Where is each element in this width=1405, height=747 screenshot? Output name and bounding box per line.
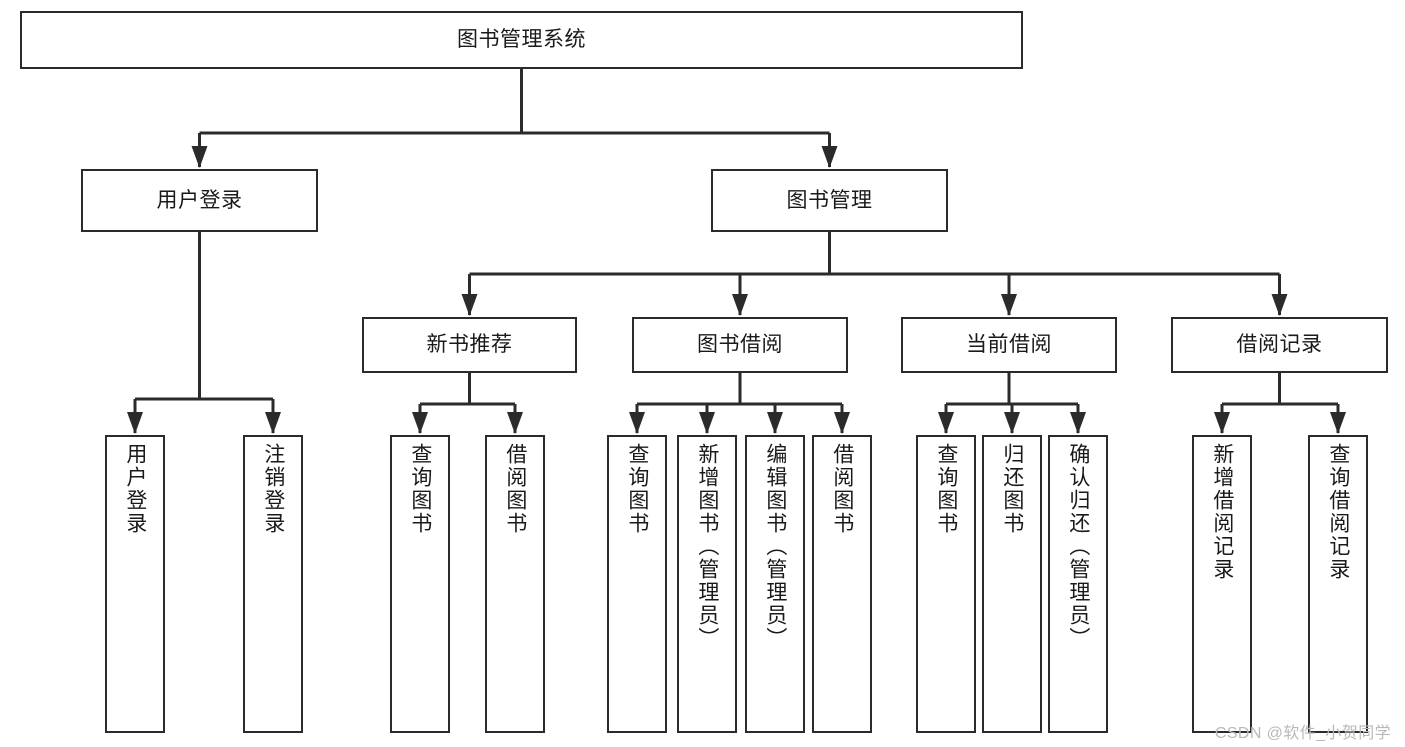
arrowhead-icon: [127, 412, 143, 434]
node-label: 用户登录: [123, 443, 147, 535]
node-label: 图书管理系统: [457, 28, 586, 52]
arrowhead-icon: [699, 412, 715, 434]
node-new-book-rec[interactable]: 新书推荐: [362, 317, 577, 373]
node-leaf-bb-edit[interactable]: 编辑图书（管理员）: [745, 435, 805, 733]
node-user-login[interactable]: 用户登录: [81, 169, 318, 232]
node-current-borrow[interactable]: 当前借阅: [901, 317, 1117, 373]
arrowhead-icon: [629, 412, 645, 434]
node-label: 借阅记录: [1236, 333, 1323, 357]
node-label: 借阅图书: [830, 443, 854, 535]
node-label: 归还图书: [1000, 443, 1024, 535]
node-label: 查询图书: [625, 443, 649, 535]
node-leaf-cb-query[interactable]: 查询图书: [916, 435, 976, 733]
node-borrow-record[interactable]: 借阅记录: [1171, 317, 1388, 373]
node-label: 新增借阅记录: [1210, 443, 1234, 581]
arrowhead-icon: [1004, 412, 1020, 434]
node-leaf-bb-add[interactable]: 新增图书（管理员）: [677, 435, 737, 733]
node-label: 借阅图书: [503, 443, 527, 535]
node-book-borrow[interactable]: 图书借阅: [632, 317, 848, 373]
arrowhead-icon: [507, 412, 523, 434]
node-label: 新书推荐: [426, 333, 513, 357]
arrowhead-icon: [732, 294, 748, 316]
node-book-admin[interactable]: 图书管理: [711, 169, 948, 232]
arrowhead-icon: [834, 412, 850, 434]
arrowhead-icon: [265, 412, 281, 434]
node-leaf-rec-borrow[interactable]: 借阅图书: [485, 435, 545, 733]
arrowhead-icon: [461, 294, 478, 316]
arrowhead-icon: [938, 412, 954, 434]
node-root[interactable]: 图书管理系统: [20, 11, 1023, 69]
arrowhead-icon: [1271, 294, 1288, 316]
arrowhead-icon: [191, 146, 208, 168]
arrowhead-icon: [1330, 412, 1346, 434]
node-label: 查询图书: [934, 443, 958, 535]
node-label: 新增图书（管理员）: [695, 443, 719, 650]
node-leaf-cb-confirm[interactable]: 确认归还（管理员）: [1048, 435, 1108, 733]
node-label: 用户登录: [156, 188, 243, 212]
node-leaf-user-login[interactable]: 用户登录: [105, 435, 165, 733]
node-label: 编辑图书（管理员）: [763, 443, 787, 650]
node-label: 当前借阅: [966, 333, 1052, 357]
node-label: 图书借阅: [697, 333, 783, 357]
node-label: 注销登录: [261, 443, 285, 535]
arrowhead-icon: [767, 412, 783, 434]
node-leaf-rec-query[interactable]: 查询图书: [390, 435, 450, 733]
arrowhead-icon: [1070, 412, 1086, 434]
node-leaf-bb-borrow[interactable]: 借阅图书: [812, 435, 872, 733]
node-label: 确认归还（管理员）: [1066, 443, 1090, 650]
arrowhead-icon: [412, 412, 428, 434]
arrowhead-icon: [821, 146, 838, 168]
arrowhead-icon: [1214, 412, 1230, 434]
node-leaf-cb-return[interactable]: 归还图书: [982, 435, 1042, 733]
node-leaf-bb-query[interactable]: 查询图书: [607, 435, 667, 733]
arrowhead-icon: [1001, 294, 1017, 316]
node-label: 查询图书: [408, 443, 432, 535]
node-label: 查询借阅记录: [1326, 443, 1350, 581]
node-leaf-br-query[interactable]: 查询借阅记录: [1308, 435, 1368, 733]
node-leaf-logout[interactable]: 注销登录: [243, 435, 303, 733]
node-leaf-br-add[interactable]: 新增借阅记录: [1192, 435, 1252, 733]
node-label: 图书管理: [786, 188, 873, 212]
